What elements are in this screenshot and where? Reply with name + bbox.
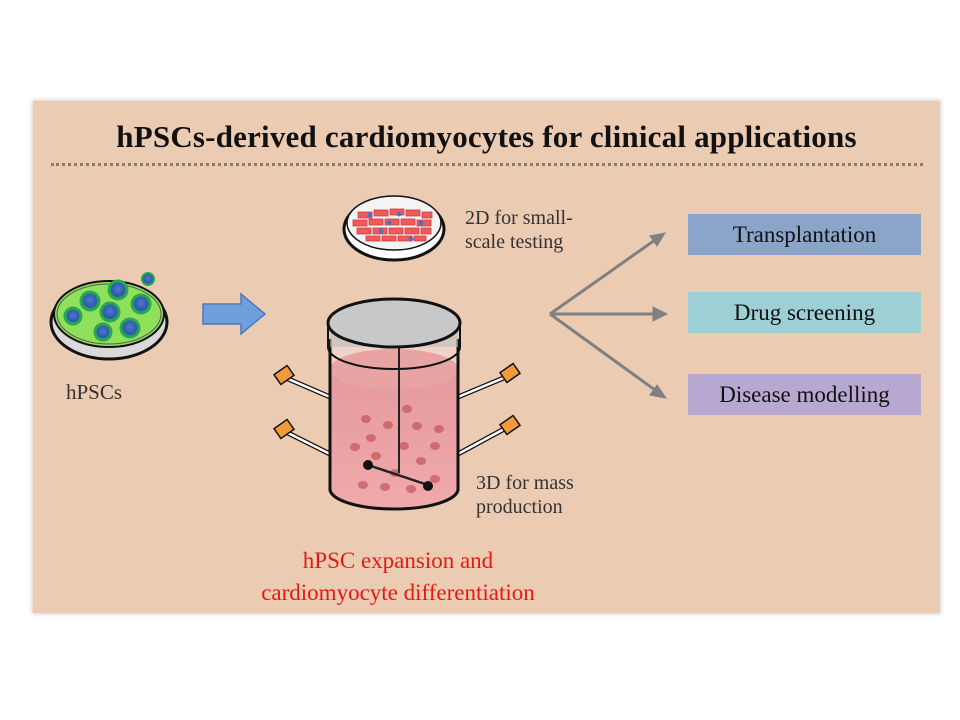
two-d-label-line2: scale testing bbox=[465, 231, 564, 253]
diagram-title: hPSCs-derived cardiomyocytes for clinica… bbox=[116, 119, 857, 154]
block-arrow-icon bbox=[202, 292, 267, 336]
impeller bbox=[363, 329, 433, 491]
branch-arrows bbox=[549, 232, 669, 399]
title-divider bbox=[51, 163, 923, 166]
bioreactor-icon bbox=[272, 297, 522, 511]
stem-cell-colony bbox=[63, 272, 155, 342]
three-d-label-line1: 3D for mass bbox=[476, 472, 574, 494]
diagram-artwork bbox=[49, 195, 669, 511]
two-d-label: 2D for small- scale testing bbox=[465, 206, 605, 254]
diagram-panel: hPSCs-derived cardiomyocytes for clinica… bbox=[33, 101, 940, 613]
three-d-label-line2: production bbox=[476, 496, 563, 518]
output-disease-modelling: Disease modelling bbox=[688, 374, 921, 415]
bioreactor-ports bbox=[272, 362, 522, 457]
output-transplantation: Transplantation bbox=[688, 214, 921, 255]
two-d-label-line1: 2D for small- bbox=[465, 207, 573, 229]
process-caption-line2: cardiomyocyte differentiation bbox=[261, 580, 535, 605]
three-d-label: 3D for mass production bbox=[476, 471, 606, 519]
hpscs-label: hPSCs bbox=[66, 380, 123, 404]
cardiomyocyte-sheet bbox=[352, 208, 433, 242]
petri-dish-icon bbox=[49, 272, 169, 361]
process-caption-line1: hPSC expansion and bbox=[302, 548, 494, 573]
output-drug-screening: Drug screening bbox=[688, 292, 921, 333]
process-caption: hPSC expansion and cardiomyocyte differe… bbox=[223, 545, 573, 609]
cardiomyocyte-dish-icon bbox=[342, 195, 446, 262]
